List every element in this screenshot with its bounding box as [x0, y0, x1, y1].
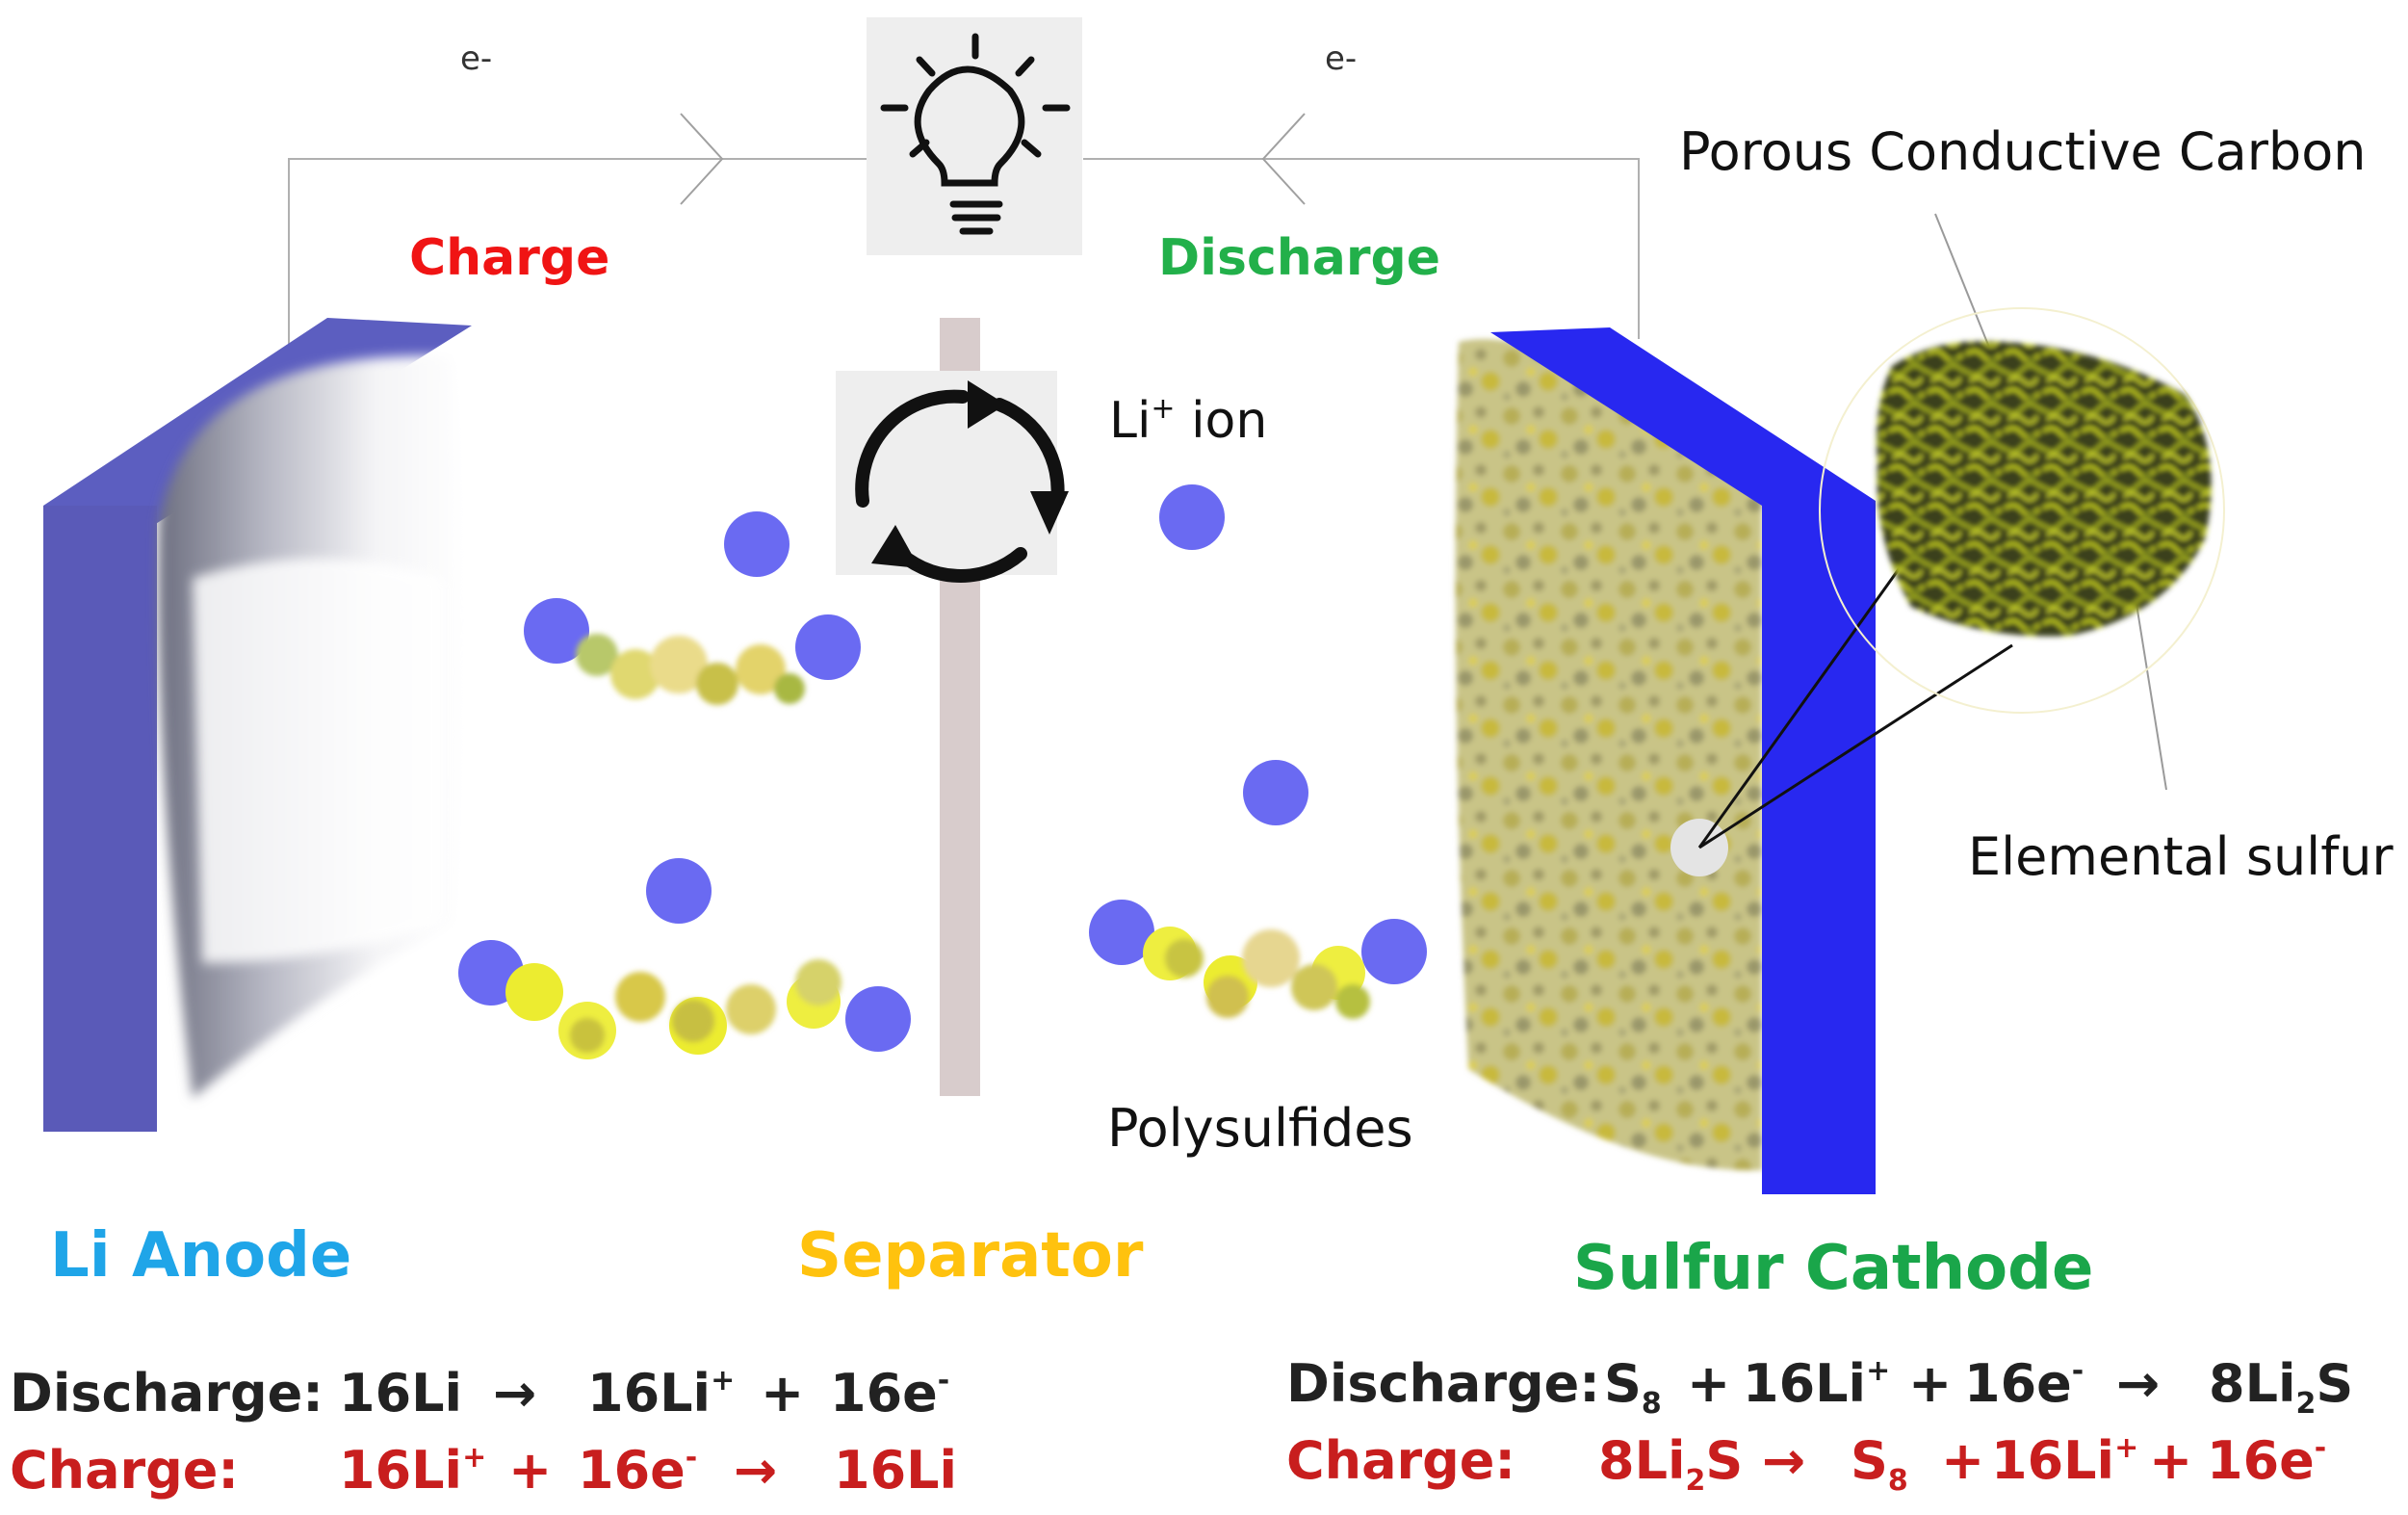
cathode-discharge-equation: Discharge: S8 + 16Li+ + 16e- → 8Li2S	[1286, 1353, 2353, 1421]
sulfur-cathode-label: Sulfur Cathode	[1573, 1233, 2093, 1304]
polysulfide-chain-upper-left	[576, 634, 805, 705]
anode-charge-prefix: Charge:	[10, 1440, 239, 1501]
anode-charge-plus: +	[508, 1440, 552, 1501]
cathode-charge-equation: Charge: 8Li2S → S8 + 16Li+ + 16e-	[1286, 1430, 2326, 1498]
ions-right	[1089, 484, 1427, 984]
charge-label: Charge	[409, 229, 609, 287]
left-arrow-icon	[1261, 113, 1306, 205]
cathode-discharge-plus2: +	[1908, 1353, 1952, 1414]
li-ion-charge: +	[1151, 392, 1175, 426]
anode-discharge-li: 16Li+	[587, 1363, 735, 1424]
cathode-charge-arrow-icon: →	[1762, 1430, 1805, 1491]
ions-left	[458, 511, 911, 1052]
anode-charge-arrow-icon: →	[734, 1440, 777, 1501]
cathode-charge-electrons: 16e-	[2207, 1430, 2326, 1491]
external-circuit	[288, 113, 1640, 397]
anode-discharge-equation: Discharge: 16Li → 16Li+ + 16e-	[10, 1363, 949, 1424]
cathode-discharge-s8: S8	[1604, 1353, 1662, 1421]
anode-discharge-plus: +	[761, 1363, 804, 1424]
li-ion-symbol: Li	[1109, 392, 1151, 450]
cycle-arrows-icon	[836, 371, 1069, 583]
polysulfide-chain-right	[1143, 927, 1370, 1019]
cathode-discharge-product: 8Li2S	[2209, 1353, 2353, 1421]
cathode-charge-plus1: +	[1941, 1430, 1984, 1491]
anode-charge-equation: Charge: 16Li+ + 16e- → 16Li	[10, 1440, 957, 1501]
cathode-charge-prefix: Charge:	[1286, 1430, 1515, 1491]
anode-discharge-electrons: 16e-	[830, 1363, 949, 1424]
electron-label-right: e-	[1325, 39, 1357, 78]
cathode-discharge-plus1: +	[1687, 1353, 1730, 1414]
sulfur-cathode-electrode	[1455, 327, 1876, 1194]
porous-carbon-label: Porous Conductive Carbon	[1679, 121, 2366, 182]
li-ion-label: Li+ ion	[1109, 392, 1267, 450]
discharge-label: Discharge	[1158, 229, 1440, 287]
cathode-discharge-electrons: 16e-	[1964, 1353, 2084, 1414]
li-anode-label: Li Anode	[50, 1220, 351, 1292]
anode-discharge-arrow-icon: →	[493, 1363, 536, 1424]
cathode-discharge-prefix: Discharge:	[1286, 1353, 1600, 1414]
li-ion-word: ion	[1176, 392, 1268, 450]
light-bulb-icon	[867, 17, 1082, 255]
electron-label-left: e-	[460, 39, 492, 78]
cathode-discharge-li: 16Li+	[1743, 1353, 1890, 1414]
cathode-charge-li: 16Li+	[1991, 1430, 2138, 1491]
anode-discharge-reactant: 16Li	[339, 1363, 462, 1424]
right-arrow-icon	[680, 113, 724, 205]
polysulfide-chain-lower-left	[505, 959, 842, 1059]
carbon-sulfur-particle	[1697, 213, 2225, 849]
polysulfides-label: Polysulfides	[1107, 1098, 1413, 1159]
cathode-charge-s8: S8	[1851, 1430, 1908, 1498]
anode-charge-li: 16Li+	[339, 1440, 486, 1501]
anode-charge-electrons: 16e-	[578, 1440, 697, 1501]
li-anode-electrode	[43, 318, 472, 1132]
elemental-sulfur-label: Elemental sulfur	[1968, 826, 2394, 887]
cathode-charge-plus2: +	[2149, 1430, 2192, 1491]
cathode-charge-reactant: 8Li2S	[1598, 1430, 1743, 1498]
cathode-discharge-arrow-icon: →	[2116, 1353, 2160, 1414]
anode-charge-product: 16Li	[834, 1440, 957, 1501]
anode-discharge-prefix: Discharge:	[10, 1363, 324, 1424]
separator-label: Separator	[797, 1220, 1144, 1292]
